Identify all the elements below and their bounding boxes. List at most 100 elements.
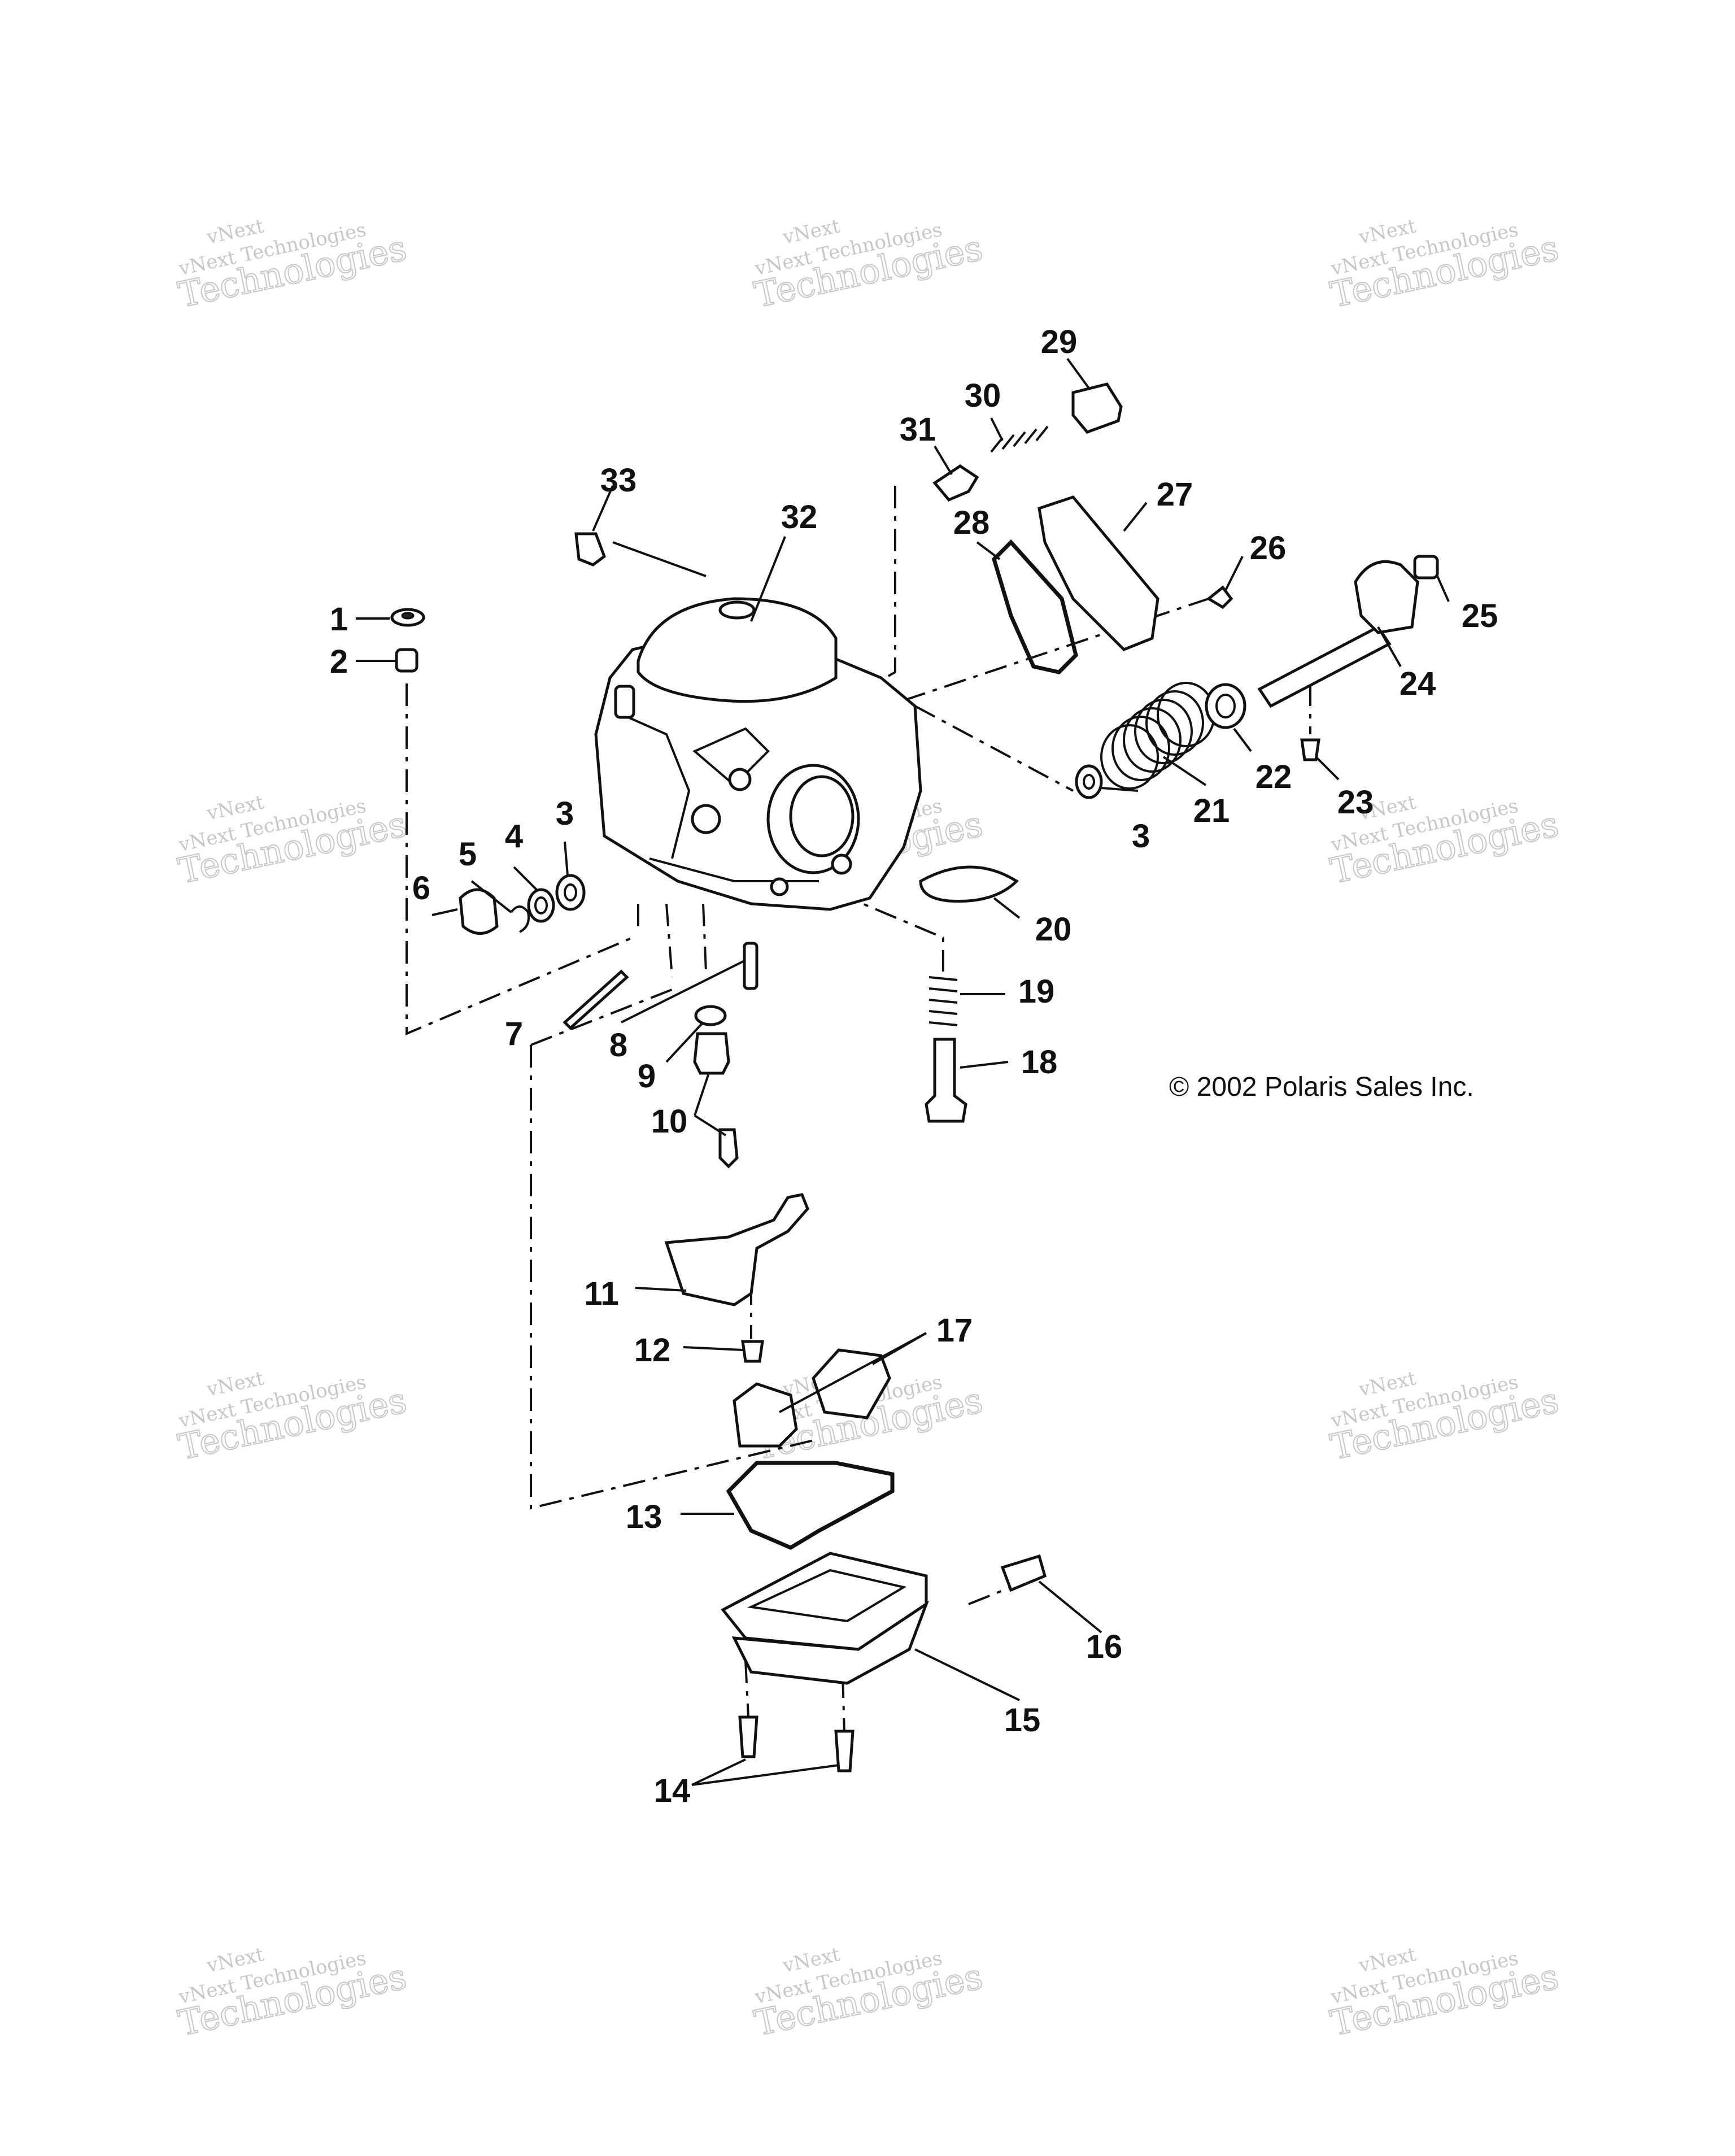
leader-line: [694, 1114, 727, 1136]
cover-vent-nipple: [718, 600, 756, 620]
leader-line: [513, 866, 538, 891]
assembly-line: [835, 891, 944, 972]
part-10-needle: [718, 1128, 739, 1169]
part-25-nut: [1413, 555, 1439, 580]
callout-26: 26: [1250, 530, 1287, 567]
part-17-float-left: [733, 1382, 798, 1448]
assembly-line: [530, 1045, 814, 1510]
callout-1: 1: [330, 601, 348, 638]
part-7-pin: [563, 969, 629, 1030]
part-22-bushing: [1205, 683, 1246, 729]
part-30-spring: [990, 425, 1049, 453]
leader-line: [1224, 556, 1244, 591]
leader-line: [691, 1758, 746, 1786]
callout-9: 9: [638, 1058, 656, 1095]
watermark: vNext vNext Technologies Technologies: [750, 1943, 987, 2045]
part-4-washer-hole: [534, 896, 548, 914]
callout-3-left: 3: [556, 795, 574, 832]
leader-line: [635, 1287, 687, 1292]
leader-line: [564, 841, 569, 876]
body-boss: [770, 877, 789, 896]
callout-16: 16: [1086, 1628, 1123, 1665]
part-19-spring: [928, 976, 958, 1026]
assembly-line: [903, 598, 1209, 702]
callout-29: 29: [1041, 324, 1078, 360]
callout-32: 32: [781, 499, 818, 535]
leader-line: [750, 536, 786, 622]
part-12-screw: [741, 1340, 764, 1363]
callout-3-right: 3: [1132, 818, 1150, 855]
part-3-seal-hole: [564, 883, 577, 901]
watermark: vNext vNext Technologies Technologies: [174, 215, 411, 316]
part-16-drain-screw: [1000, 1554, 1047, 1592]
leader-line: [1315, 756, 1340, 781]
callout-2: 2: [330, 643, 348, 680]
part-23-screw: [1300, 738, 1320, 761]
part-27-cover: [1037, 495, 1159, 651]
watermark: vNext vNext Technologies Technologies: [174, 1943, 411, 2045]
part-21-spring: [1100, 682, 1215, 790]
throttle-bore: [789, 775, 855, 857]
assembly-line: [914, 705, 1074, 792]
part-31-screw: [932, 464, 979, 502]
part-13-bowl-gasket: [726, 1461, 895, 1550]
body-base-flange: [649, 857, 819, 882]
watermarks: vNext vNext Technologies Technologies vN…: [174, 215, 1563, 2045]
watermark: vNext vNext Technologies Technologies: [750, 215, 987, 316]
leader-line: [592, 485, 614, 532]
leader-line: [665, 1021, 704, 1063]
leader-line: [1038, 1580, 1102, 1634]
assembly-line: [530, 987, 675, 1046]
leader-line: [470, 880, 512, 913]
part-11-float-bracket: [664, 1193, 809, 1306]
leader-line: [694, 1073, 710, 1116]
callout-13: 13: [626, 1499, 662, 1535]
linkage-pivot: [728, 768, 752, 791]
part-2-screw: [395, 648, 419, 673]
assembly-line: [702, 903, 707, 972]
leader-line: [621, 959, 746, 1023]
part-17-float: [812, 1348, 891, 1419]
part-5-clip: [510, 905, 530, 933]
part-3-seal-right: [1075, 764, 1103, 799]
carburetor-body: [594, 597, 922, 911]
callout-20: 20: [1035, 911, 1072, 948]
callout-8: 8: [609, 1027, 627, 1064]
callout-27: 27: [1157, 476, 1193, 513]
part-22-bushing-hole: [1215, 694, 1236, 718]
part-24-throttle-lever: [1354, 560, 1419, 634]
callout-24: 24: [1400, 665, 1436, 702]
part-14-screw: [738, 1715, 758, 1758]
part-15-float-bowl: [731, 1600, 930, 1685]
part-15-bowl-inner: [747, 1569, 907, 1623]
part-18-screw: [925, 1038, 967, 1123]
callout-33: 33: [600, 462, 637, 499]
part-6-cap: [459, 888, 499, 935]
leader-line: [960, 1061, 1009, 1069]
part-29-fitting: [1071, 382, 1123, 434]
assembly-line: [744, 1660, 749, 1718]
callout-21: 21: [1193, 792, 1230, 829]
diaphragm-cover: [637, 597, 838, 703]
callout-25: 25: [1462, 598, 1498, 634]
part-24-throttle-shaft: [1257, 625, 1392, 708]
part-4-washer: [527, 888, 555, 923]
leader-line: [976, 541, 1001, 560]
leader-line: [1162, 756, 1207, 786]
part-3-seal-right-hole: [1083, 774, 1095, 790]
callout-15: 15: [1004, 1702, 1041, 1739]
callout-28: 28: [953, 504, 990, 541]
callouts: 1 2 3 3 4 5 6 7 8 9 10 11 12 13 14 15 16…: [330, 324, 1498, 1809]
watermark: vNext vNext Technologies Technologies: [1326, 215, 1563, 316]
callout-12: 12: [634, 1332, 671, 1369]
callout-17: 17: [936, 1312, 973, 1349]
part-26-screw: [1206, 585, 1233, 609]
callout-7: 7: [505, 1016, 523, 1052]
idle-port: [691, 804, 721, 834]
fuel-inlet-nipple: [614, 685, 635, 719]
callout-18: 18: [1021, 1044, 1058, 1081]
leader-line: [1123, 502, 1148, 532]
body-detail: [615, 711, 691, 859]
